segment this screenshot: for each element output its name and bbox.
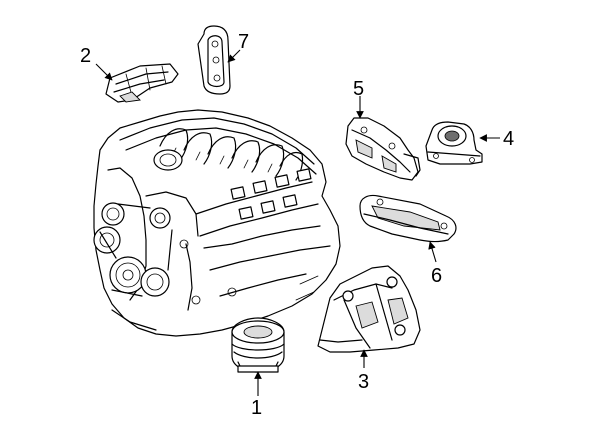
callout-4: 4 — [503, 128, 514, 150]
heat-shield-part-2 — [105, 63, 179, 103]
mount-part-4 — [425, 121, 483, 165]
callout-1: 1 — [251, 397, 262, 419]
engine-block — [93, 109, 341, 337]
engine-mount-part-1 — [231, 317, 285, 373]
throttle-body — [153, 149, 183, 171]
mount-plate-part-6 — [359, 194, 457, 243]
callout-3: 3 — [358, 371, 369, 393]
callout-5: 5 — [353, 78, 364, 100]
mount-bracket-part-3 — [317, 265, 421, 353]
bracket-part-5 — [345, 117, 421, 181]
bracket-plate-part-7 — [197, 25, 231, 95]
callout-7: 7 — [238, 31, 249, 53]
callout-6: 6 — [431, 265, 442, 287]
pulleys — [93, 202, 173, 297]
leader-lines — [95, 49, 500, 396]
block-bosses — [230, 168, 312, 220]
callout-2: 2 — [80, 45, 91, 67]
